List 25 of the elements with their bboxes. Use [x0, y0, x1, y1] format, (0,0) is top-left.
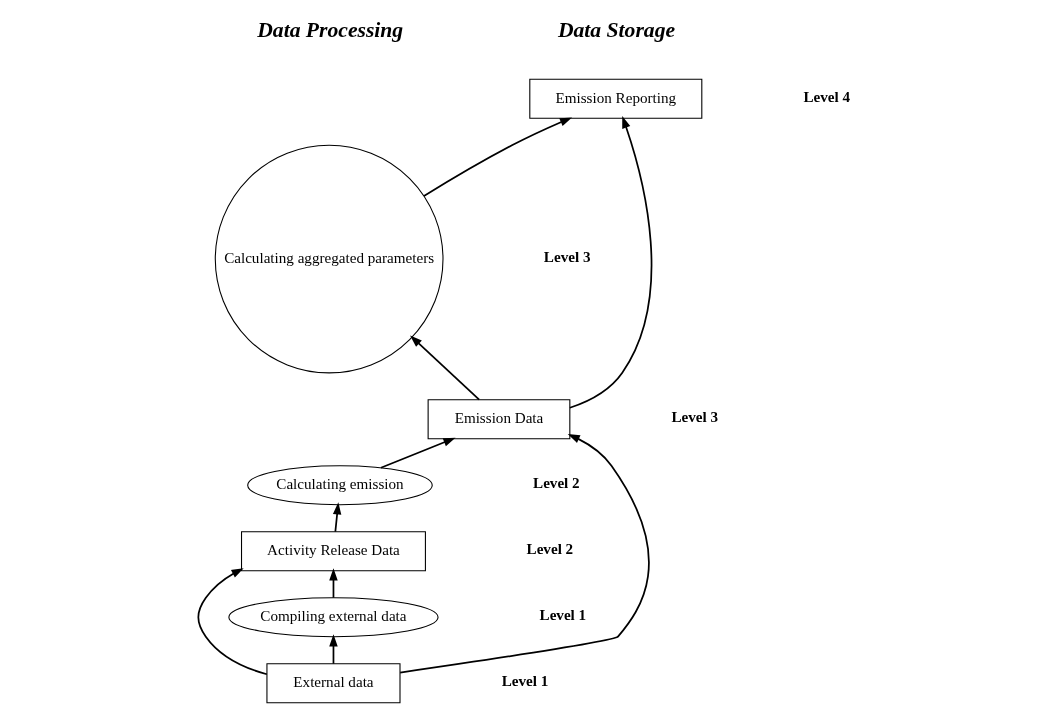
label: Level 1	[501, 672, 549, 689]
node-circle: Calculating aggregated parameters	[214, 144, 444, 373]
arrow	[197, 567, 268, 675]
arrow	[410, 334, 481, 401]
arrow	[399, 433, 650, 673]
label: Level 1	[539, 606, 587, 623]
arrow	[423, 116, 573, 197]
node-box: Emission Data	[427, 398, 571, 439]
arrow	[380, 437, 456, 469]
label: Data Storage	[557, 17, 676, 42]
node-box: Emission Reporting	[529, 78, 703, 119]
arrow	[332, 501, 342, 533]
arrow	[569, 115, 653, 409]
node-ellipse: Compiling external data	[228, 596, 439, 637]
node-box: External data	[266, 662, 401, 703]
label: Level 3	[671, 408, 719, 425]
label: Level 2	[533, 474, 580, 491]
arrow	[329, 633, 338, 664]
node-ellipse: Calculating emission	[247, 464, 433, 505]
arrow	[329, 567, 338, 599]
node-box: Activity Release Data	[241, 530, 426, 571]
label: Data Processing	[257, 17, 404, 42]
label: Level 4	[803, 88, 851, 105]
label: Level 2	[526, 540, 574, 557]
label: Level 3	[543, 248, 591, 265]
